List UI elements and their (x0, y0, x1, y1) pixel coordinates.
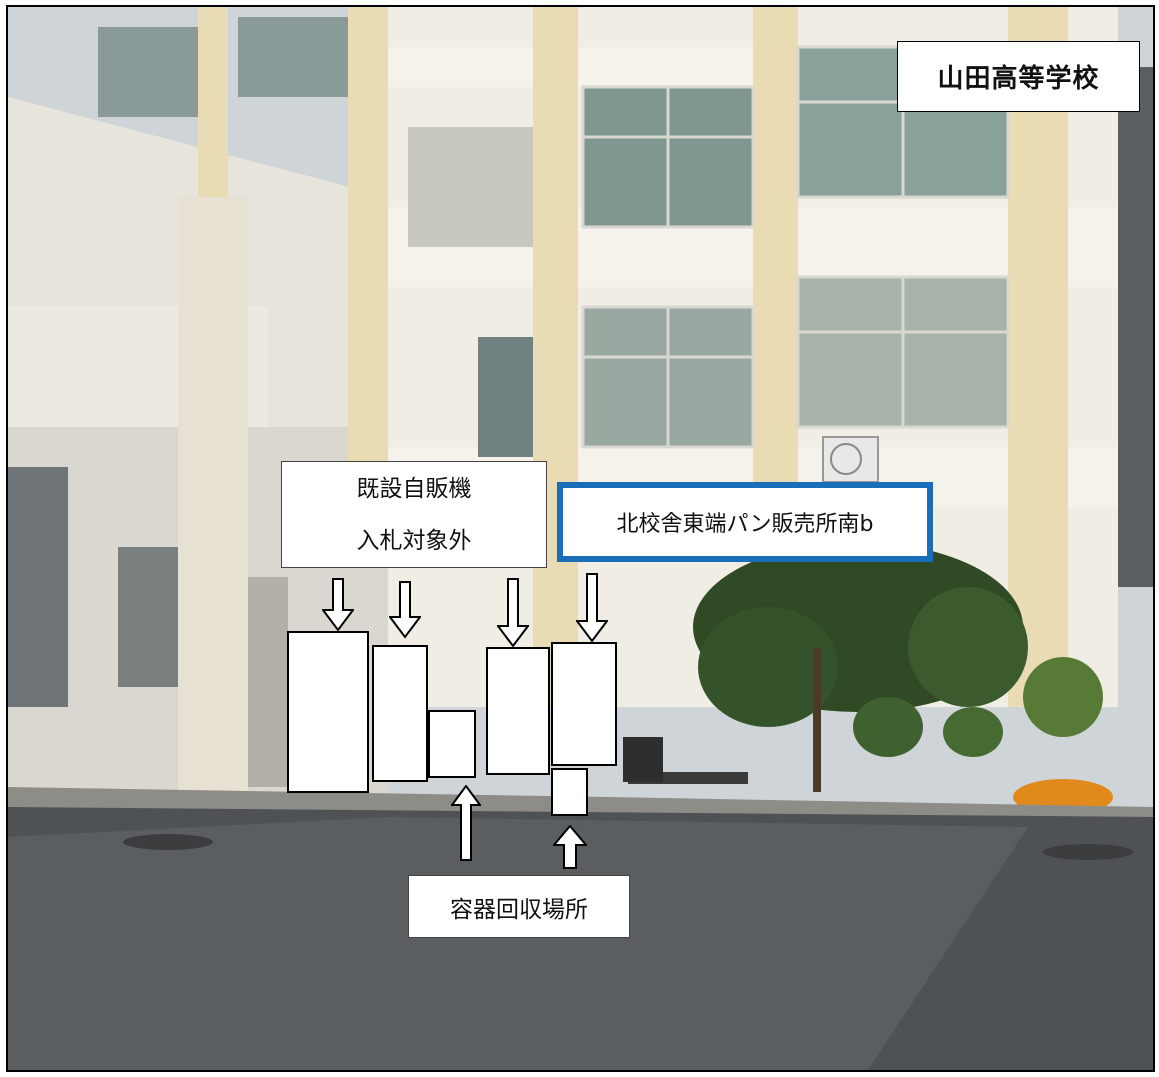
existing-vending-line1: 既設自販機 (356, 475, 472, 502)
recycle-bin-1 (428, 710, 476, 778)
arrow-up-icon (553, 825, 587, 869)
arrow-down-icon (389, 581, 421, 639)
recycle-location-label: 容器回収場所 (408, 875, 630, 938)
arrow-down-icon (576, 573, 608, 643)
location-label: 北校舎東端パン販売所南b (557, 482, 933, 562)
existing-vending-label: 既設自販機 入札対象外 (281, 461, 547, 568)
vending-machine-4 (551, 642, 617, 766)
arrow-down-icon (497, 578, 529, 648)
vending-machine-2 (372, 645, 428, 782)
recycle-bin-2 (551, 768, 588, 816)
school-name-label: 山田高等学校 (897, 41, 1140, 112)
existing-vending-line2: 入札対象外 (356, 527, 472, 554)
arrow-down-icon (322, 578, 354, 632)
vending-machine-1 (287, 631, 369, 793)
arrow-up-icon (451, 785, 481, 861)
vending-machine-3 (486, 647, 550, 775)
